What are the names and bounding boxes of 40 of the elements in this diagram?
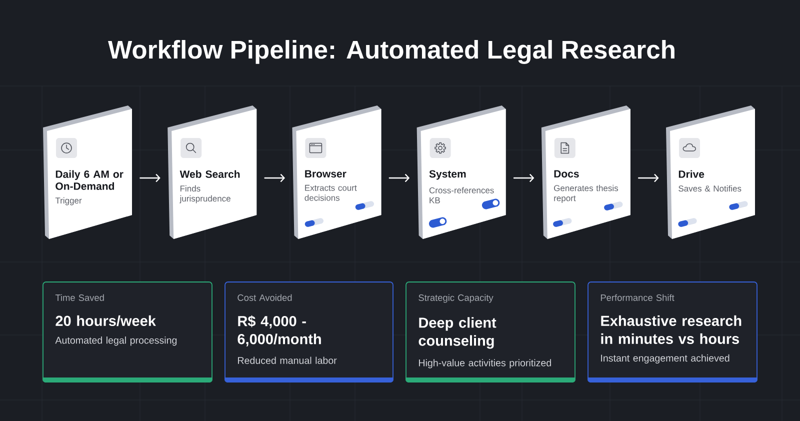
step-title: Web Search bbox=[180, 170, 240, 178]
step-description: Saves & Notifies bbox=[678, 185, 742, 192]
arrow bbox=[140, 174, 160, 182]
arrow bbox=[513, 174, 534, 182]
step-card bbox=[43, 106, 132, 239]
step-description: Extracts court decisions bbox=[304, 184, 357, 201]
metric-card bbox=[224, 282, 394, 382]
metric-card bbox=[42, 282, 212, 382]
step-description: Finds jurisprudence bbox=[180, 185, 230, 204]
metric-value: Exhaustive research in minutes vs hours bbox=[601, 315, 742, 344]
step-description: Cross-references KB bbox=[429, 187, 494, 204]
metric-card bbox=[588, 282, 758, 382]
step-card bbox=[416, 106, 506, 239]
step-title: Docs bbox=[554, 170, 579, 178]
arrow bbox=[638, 174, 659, 182]
diagram-title: Workflow Pipeline: Automated Legal Research bbox=[108, 40, 674, 64]
step-description: Generates thesis report bbox=[554, 184, 618, 203]
step-card bbox=[666, 106, 755, 239]
step-card bbox=[541, 106, 630, 239]
step-card bbox=[168, 106, 257, 239]
metric-label: Time Saved bbox=[55, 294, 104, 301]
step-description: Trigger bbox=[55, 197, 82, 206]
step-title: Drive bbox=[678, 170, 704, 178]
metric-description: High-value activities prioritized bbox=[419, 359, 551, 368]
metric-value: R$ 4,000 - 6,000/month bbox=[238, 315, 321, 346]
metric-description: Reduced manual labor bbox=[238, 356, 337, 364]
metric-description: Automated legal processing bbox=[55, 336, 177, 346]
arrow bbox=[388, 174, 410, 182]
step-card bbox=[292, 106, 382, 239]
metric-value: Deep client counseling bbox=[418, 317, 496, 349]
step-title: Daily 6 AM or On-Demand bbox=[56, 170, 124, 190]
metric-value: 20 hours/week bbox=[56, 315, 156, 326]
metric-label: Strategic Capacity bbox=[418, 294, 494, 303]
metric-description: Instant engagement achieved bbox=[601, 354, 730, 364]
metric-card bbox=[406, 282, 576, 382]
metric-label: Cost Avoided bbox=[238, 294, 292, 301]
step-title: System bbox=[429, 170, 466, 180]
metric-label: Performance Shift bbox=[600, 294, 674, 301]
step-title: Browser bbox=[305, 170, 346, 178]
arrow bbox=[264, 174, 285, 182]
